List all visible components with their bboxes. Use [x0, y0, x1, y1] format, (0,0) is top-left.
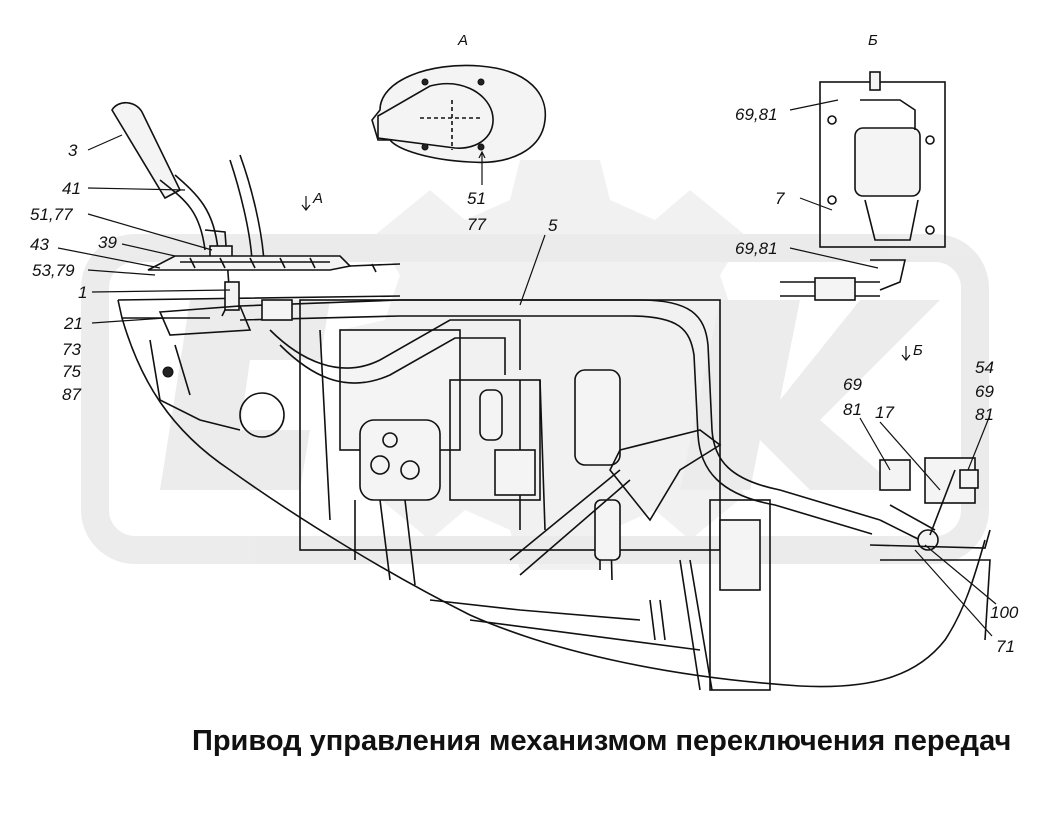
svg-text:А: А: [312, 190, 323, 207]
floor-line: [117, 295, 401, 319]
callout-69-81-top: 69,81: [735, 105, 778, 124]
gear-lever: [111, 101, 265, 317]
callout-51: 51: [467, 189, 486, 208]
callout-81-right: 81: [975, 405, 994, 424]
view-b-title: Б: [868, 32, 878, 49]
callout-73: 73: [62, 340, 81, 359]
view-b-arrow: Б: [901, 342, 923, 361]
callout-75: 75: [62, 362, 81, 381]
callout-69-left: 69: [843, 375, 862, 394]
view-a-arrow: А: [301, 190, 323, 211]
callout-69-right: 69: [975, 382, 994, 401]
lever-boot: [147, 255, 401, 273]
callout-100: 100: [990, 603, 1019, 622]
view-a-detail: [371, 64, 547, 164]
callout-43: 43: [30, 235, 49, 254]
callout-21: 21: [63, 314, 83, 333]
callout-1: 1: [78, 283, 87, 302]
lower-right-linkage: [869, 457, 991, 641]
leader-lines: [57, 99, 997, 637]
drawing-caption: Привод управления механизмом переключени…: [192, 725, 1012, 757]
callout-71: 71: [996, 637, 1015, 656]
view-b-detail: [780, 71, 946, 301]
svg-text:Б: Б: [913, 342, 923, 359]
callout-87: 87: [62, 385, 81, 404]
callout-69-81-mid: 69,81: [735, 239, 778, 258]
control-rod: [239, 299, 881, 521]
engine-assembly: [299, 299, 771, 691]
callout-53-79: 53,79: [32, 261, 75, 280]
callout-3: 3: [68, 141, 78, 160]
callout-41: 41: [62, 179, 81, 198]
control-rod-inner: [239, 315, 873, 535]
callout-77: 77: [467, 215, 486, 234]
callout-17: 17: [875, 403, 894, 422]
view-a-title: А: [457, 32, 468, 49]
callout-7: 7: [775, 189, 785, 208]
callout-5: 5: [548, 216, 558, 235]
callout-81-left: 81: [843, 400, 862, 419]
callout-54: 54: [975, 358, 994, 377]
cab-outline: [121, 317, 986, 688]
callout-39: 39: [98, 233, 117, 252]
callout-51-77: 51,77: [30, 205, 73, 224]
bracket-assembly: [149, 281, 293, 438]
